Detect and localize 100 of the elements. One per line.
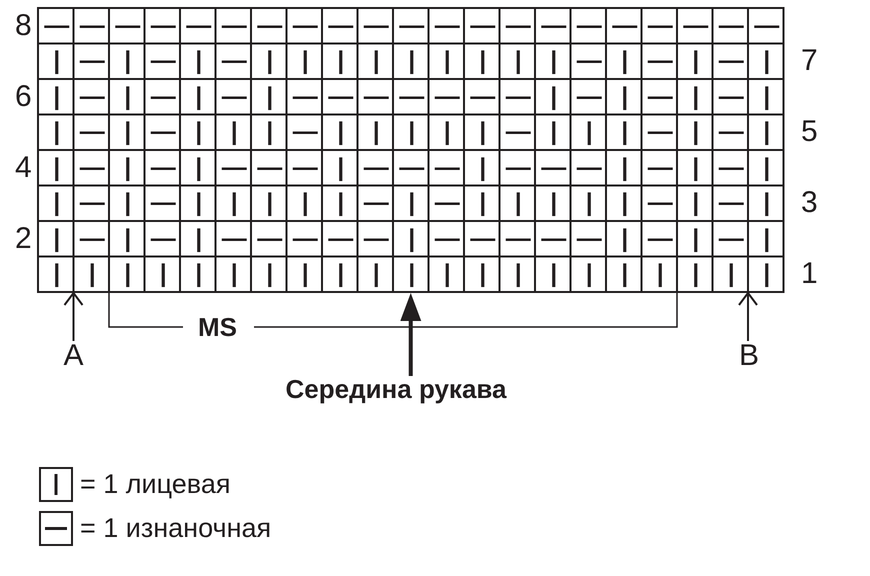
stitch-symbol: |	[266, 262, 274, 287]
stitch-symbol: —	[80, 190, 105, 216]
stitch-symbol: —	[506, 84, 531, 110]
row-number: 8	[15, 10, 32, 41]
stitch-symbol: |	[230, 120, 238, 145]
annotation-label: Середина рукава	[285, 376, 507, 402]
stitch-symbol: |	[195, 262, 202, 287]
stitch-symbol: |	[692, 226, 700, 252]
stitch-symbol: |	[763, 190, 770, 216]
stitch-symbol: |	[195, 84, 202, 110]
knitting-chart	[38, 8, 784, 292]
stitch-symbol: —	[683, 13, 708, 38]
stitch-symbol: —	[470, 226, 496, 252]
stitch-symbol: |	[479, 262, 486, 287]
stitch-symbol: |	[692, 120, 700, 145]
stitch-symbol: —	[115, 13, 140, 38]
stitch-symbol: |	[408, 48, 416, 74]
stitch-symbol: |	[372, 120, 380, 145]
stitch-symbol: —	[399, 155, 424, 180]
stitch-symbol: |	[550, 84, 558, 110]
row-number: 5	[801, 117, 818, 148]
stitch-symbol: |	[692, 190, 700, 216]
row-number: 2	[15, 224, 32, 254]
stitch-symbol: —	[222, 84, 247, 110]
stitch-symbol: —	[576, 226, 602, 252]
row-number: 3	[801, 188, 818, 218]
stitch-symbol: —	[576, 48, 602, 74]
stitch-symbol: —	[718, 226, 744, 252]
stitch-symbol: |	[230, 190, 238, 216]
stitch-symbol: |	[621, 48, 628, 74]
stitch-symbol: —	[434, 190, 460, 216]
legend-text: = 1 изнаночная	[80, 515, 272, 542]
stitch-symbol: |	[53, 120, 60, 145]
point-letter: B	[739, 341, 759, 371]
stitch-symbol: |	[408, 190, 416, 216]
stitch-symbol: —	[506, 155, 531, 180]
stitch-symbol: |	[302, 190, 309, 216]
stitch-symbol: |	[586, 190, 593, 216]
stitch-symbol: |	[53, 84, 60, 110]
stitch-symbol: |	[408, 262, 416, 287]
stitch-symbol: |	[692, 84, 700, 110]
stitch-symbol: |	[514, 262, 522, 287]
stitch-symbol: |	[337, 190, 344, 216]
stitch-symbol: —	[506, 13, 531, 38]
arrow	[400, 293, 422, 376]
row-number: 4	[15, 152, 32, 183]
stitch-symbol: —	[257, 13, 282, 38]
stitch-symbol: —	[328, 84, 354, 110]
point-letter: A	[64, 341, 84, 371]
stitch-symbol: —	[328, 226, 354, 252]
stitch-symbol: |	[479, 155, 486, 180]
stitch-symbol: —	[328, 13, 354, 38]
stitch-symbol: |	[53, 190, 60, 216]
stitch-symbol: —	[470, 84, 496, 110]
stitch-symbol: —	[648, 84, 673, 110]
stitch-symbol: —	[648, 13, 673, 38]
stitch-symbol: |	[372, 48, 380, 74]
stitch-symbol: |	[266, 190, 274, 216]
stitch-symbol: —	[718, 120, 744, 145]
stitch-symbol: —	[150, 226, 176, 252]
stitch-symbol: —	[80, 13, 105, 38]
stitch-symbol: |	[444, 48, 451, 74]
stitch-symbol: |	[444, 262, 451, 287]
stitch-symbol: |	[124, 84, 132, 110]
stitch-symbol: —	[150, 48, 176, 74]
stitch-symbol: —	[470, 13, 496, 38]
stitch-symbol: |	[621, 190, 628, 216]
stitch-symbol: |	[88, 262, 96, 287]
stitch-symbol: —	[80, 84, 105, 110]
stitch-symbol: |	[656, 262, 664, 287]
stitch-symbol: —	[506, 120, 531, 145]
stitch-symbol: |	[621, 155, 628, 180]
stitch-symbol: |	[230, 262, 238, 287]
stitch-symbol: —	[364, 155, 389, 180]
stitch-symbol: |	[408, 120, 416, 145]
stitch-symbol: —	[434, 155, 460, 180]
stitch-symbol: |	[124, 48, 132, 74]
stitch-symbol: —	[718, 155, 744, 180]
stitch-symbol: |	[266, 84, 274, 110]
stitch-symbol: —	[222, 48, 247, 74]
stitch-symbol: |	[763, 155, 770, 180]
legend-text: = 1 лицевая	[80, 471, 230, 498]
stitch-symbol: |	[444, 120, 451, 145]
stitch-symbol: —	[80, 48, 105, 74]
stitch-symbol: —	[541, 13, 566, 38]
stitch-symbol: —	[222, 13, 247, 38]
stitch-symbol: —	[434, 13, 460, 38]
stitch-symbol: |	[124, 262, 132, 287]
stitch-symbol: —	[222, 155, 247, 180]
stitch-symbol: |	[124, 120, 132, 145]
row-number: 7	[801, 46, 818, 76]
stitch-symbol: |	[195, 226, 202, 252]
stitch-symbol: |	[53, 155, 60, 180]
stitch-symbol: |	[337, 120, 344, 145]
stitch-symbol: —	[648, 226, 673, 252]
stitch-symbol: —	[80, 226, 105, 252]
stitch-symbol: —	[648, 190, 673, 216]
stitch-symbol: —	[648, 48, 673, 74]
arrow	[64, 292, 84, 341]
stitch-symbol: —	[718, 84, 744, 110]
